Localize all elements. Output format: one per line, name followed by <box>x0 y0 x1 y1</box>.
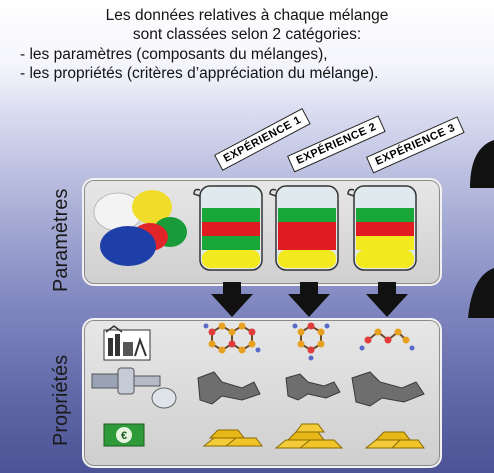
intro-line-4: - les propriétés (critères d’appréciatio… <box>20 65 379 82</box>
beaker-3-icon <box>347 185 417 271</box>
intro-line-2: sont classées selon 2 catégories: <box>132 26 362 43</box>
molecule-icon <box>292 322 330 361</box>
intro-line-3: - les paramètres (composants du mélanges… <box>20 46 328 63</box>
gold-bars-icon <box>202 429 263 447</box>
dark-arc-top <box>470 140 494 188</box>
test-specimen-icon <box>285 373 341 401</box>
beaker-2-icon <box>269 185 339 271</box>
test-specimen-icon <box>197 371 261 405</box>
banknote-euro-icon: € <box>103 423 145 447</box>
beaker-1-icon <box>193 185 263 271</box>
molecule-icon <box>203 322 261 354</box>
arrow-down-icon <box>366 282 408 317</box>
powder-blend-icon <box>93 190 187 266</box>
euro-symbol: € <box>121 430 127 442</box>
dark-arc-bottom <box>468 268 494 318</box>
test-specimen-icon <box>351 371 425 407</box>
gold-bars-icon <box>274 423 344 449</box>
arrow-down-icon <box>211 282 253 317</box>
bolt-fastener-icon <box>91 367 177 409</box>
arrow-down-icon <box>288 282 330 317</box>
factory-icon <box>103 325 151 361</box>
intro-line-1: Les données relatives à chaque mélange <box>105 7 389 24</box>
molecule-icon <box>359 328 415 351</box>
gold-bars-icon <box>364 431 425 449</box>
